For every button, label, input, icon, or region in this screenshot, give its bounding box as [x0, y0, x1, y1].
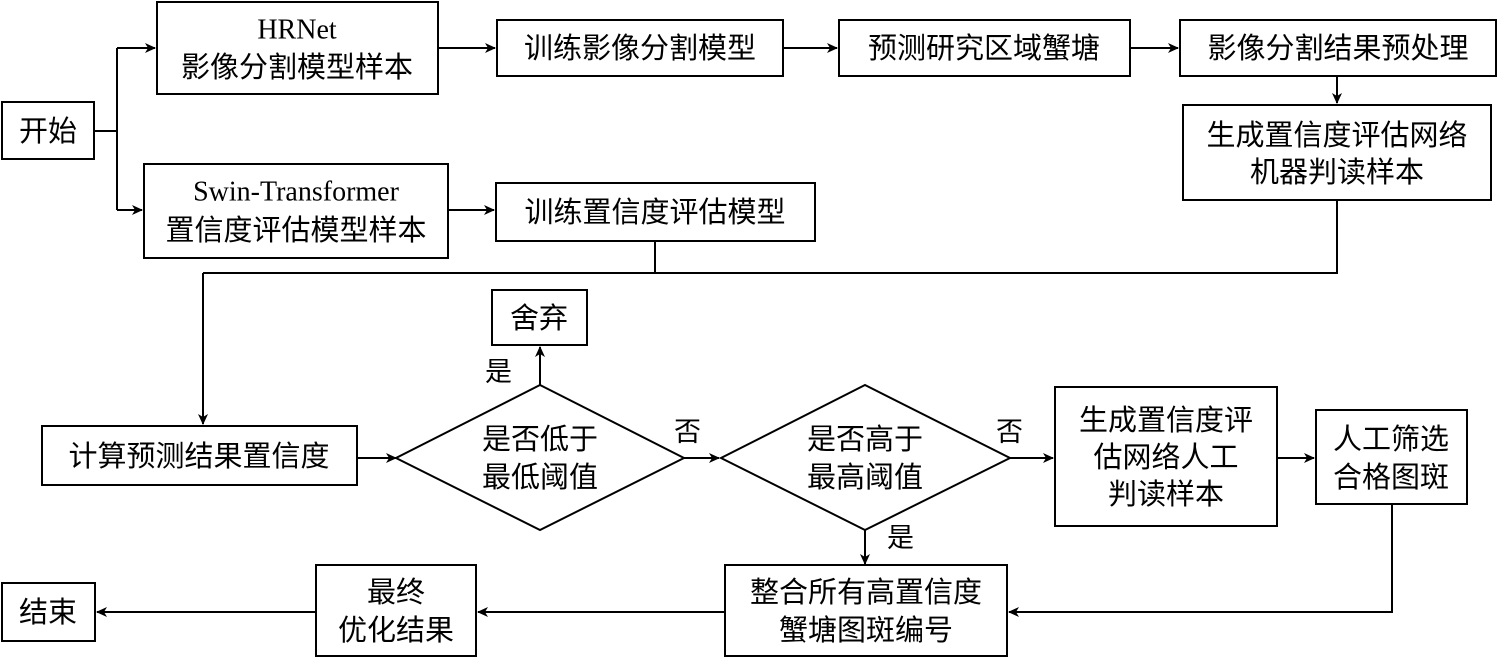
- svg-text:是否低于: 是否低于: [482, 422, 598, 456]
- label-above-max-yes: 是: [887, 523, 914, 554]
- svg-text:生成置信度评: 生成置信度评: [1079, 403, 1253, 437]
- svg-text:HRNet: HRNet: [257, 15, 337, 46]
- svg-text:人工筛选: 人工筛选: [1333, 422, 1449, 456]
- node-calc-conf: 计算预测结果置信度: [41, 425, 358, 486]
- svg-text:影像分割模型样本: 影像分割模型样本: [181, 50, 413, 84]
- svg-text:训练影像分割模型: 训练影像分割模型: [524, 31, 756, 65]
- node-gen-manual-samples: 生成置信度评 估网络人工 判读样本: [1054, 386, 1278, 527]
- node-discard: 舍弃: [491, 289, 588, 346]
- svg-text:置信度评估模型样本: 置信度评估模型样本: [165, 213, 426, 247]
- node-start: 开始: [1, 101, 95, 160]
- svg-text:最高阈值: 最高阈值: [807, 460, 923, 494]
- edge-gen-machine-to-join: [203, 200, 1338, 274]
- label-below-min-no: 否: [674, 417, 701, 448]
- svg-text:结束: 结束: [19, 595, 77, 629]
- node-hrnet-sample: HRNet 影像分割模型样本: [156, 1, 439, 95]
- label-below-min-yes: 是: [485, 357, 512, 388]
- svg-text:整合所有高置信度: 整合所有高置信度: [750, 575, 982, 609]
- node-predict-ponds: 预测研究区域蟹塘: [838, 19, 1131, 77]
- node-swin-sample: Swin-Transformer 置信度评估模型样本: [143, 163, 449, 259]
- svg-text:Swin-Transformer: Swin-Transformer: [193, 177, 400, 208]
- svg-text:是否高于: 是否高于: [807, 422, 923, 456]
- svg-text:开始: 开始: [19, 114, 77, 148]
- svg-text:机器判读样本: 机器判读样本: [1250, 155, 1424, 189]
- node-manual-filter: 人工筛选 合格图斑: [1315, 409, 1468, 505]
- svg-text:合格图斑: 合格图斑: [1333, 460, 1449, 494]
- svg-text:估网络人工: 估网络人工: [1093, 440, 1238, 474]
- svg-text:优化结果: 优化结果: [338, 613, 454, 647]
- arrow-filter-to-merge: [1008, 504, 1393, 617]
- node-below-min-decision: 是否低于 最低阈值: [393, 383, 687, 532]
- svg-text:训练置信度评估模型: 训练置信度评估模型: [524, 195, 785, 229]
- svg-text:蟹塘图斑编号: 蟹塘图斑编号: [779, 613, 953, 647]
- svg-text:判读样本: 判读样本: [1108, 477, 1224, 511]
- edge-labels: 是 否 否 是: [485, 357, 1023, 554]
- node-train-conf: 训练置信度评估模型: [495, 182, 816, 242]
- svg-text:舍弃: 舍弃: [510, 301, 568, 335]
- node-above-max-decision: 是否高于 最高阈值: [718, 383, 1013, 532]
- svg-text:最低阈值: 最低阈值: [482, 460, 598, 494]
- svg-text:计算预测结果置信度: 计算预测结果置信度: [68, 439, 329, 473]
- node-gen-machine-samples: 生成置信度评估网络 机器判读样本: [1182, 104, 1492, 201]
- edges: [94, 43, 1393, 617]
- node-merge: 整合所有高置信度 蟹塘图斑编号: [724, 564, 1008, 657]
- svg-text:影像分割结果预处理: 影像分割结果预处理: [1207, 31, 1468, 65]
- svg-text:最终: 最终: [367, 575, 425, 609]
- node-train-seg: 训练影像分割模型: [496, 19, 784, 77]
- svg-text:预测研究区域蟹塘: 预测研究区域蟹塘: [868, 31, 1100, 65]
- svg-text:生成置信度评估网络: 生成置信度评估网络: [1206, 118, 1467, 152]
- label-above-max-no: 否: [996, 417, 1023, 448]
- node-preprocess: 影像分割结果预处理: [1179, 19, 1497, 77]
- node-end: 结束: [1, 582, 96, 642]
- node-final: 最终 优化结果: [315, 564, 477, 657]
